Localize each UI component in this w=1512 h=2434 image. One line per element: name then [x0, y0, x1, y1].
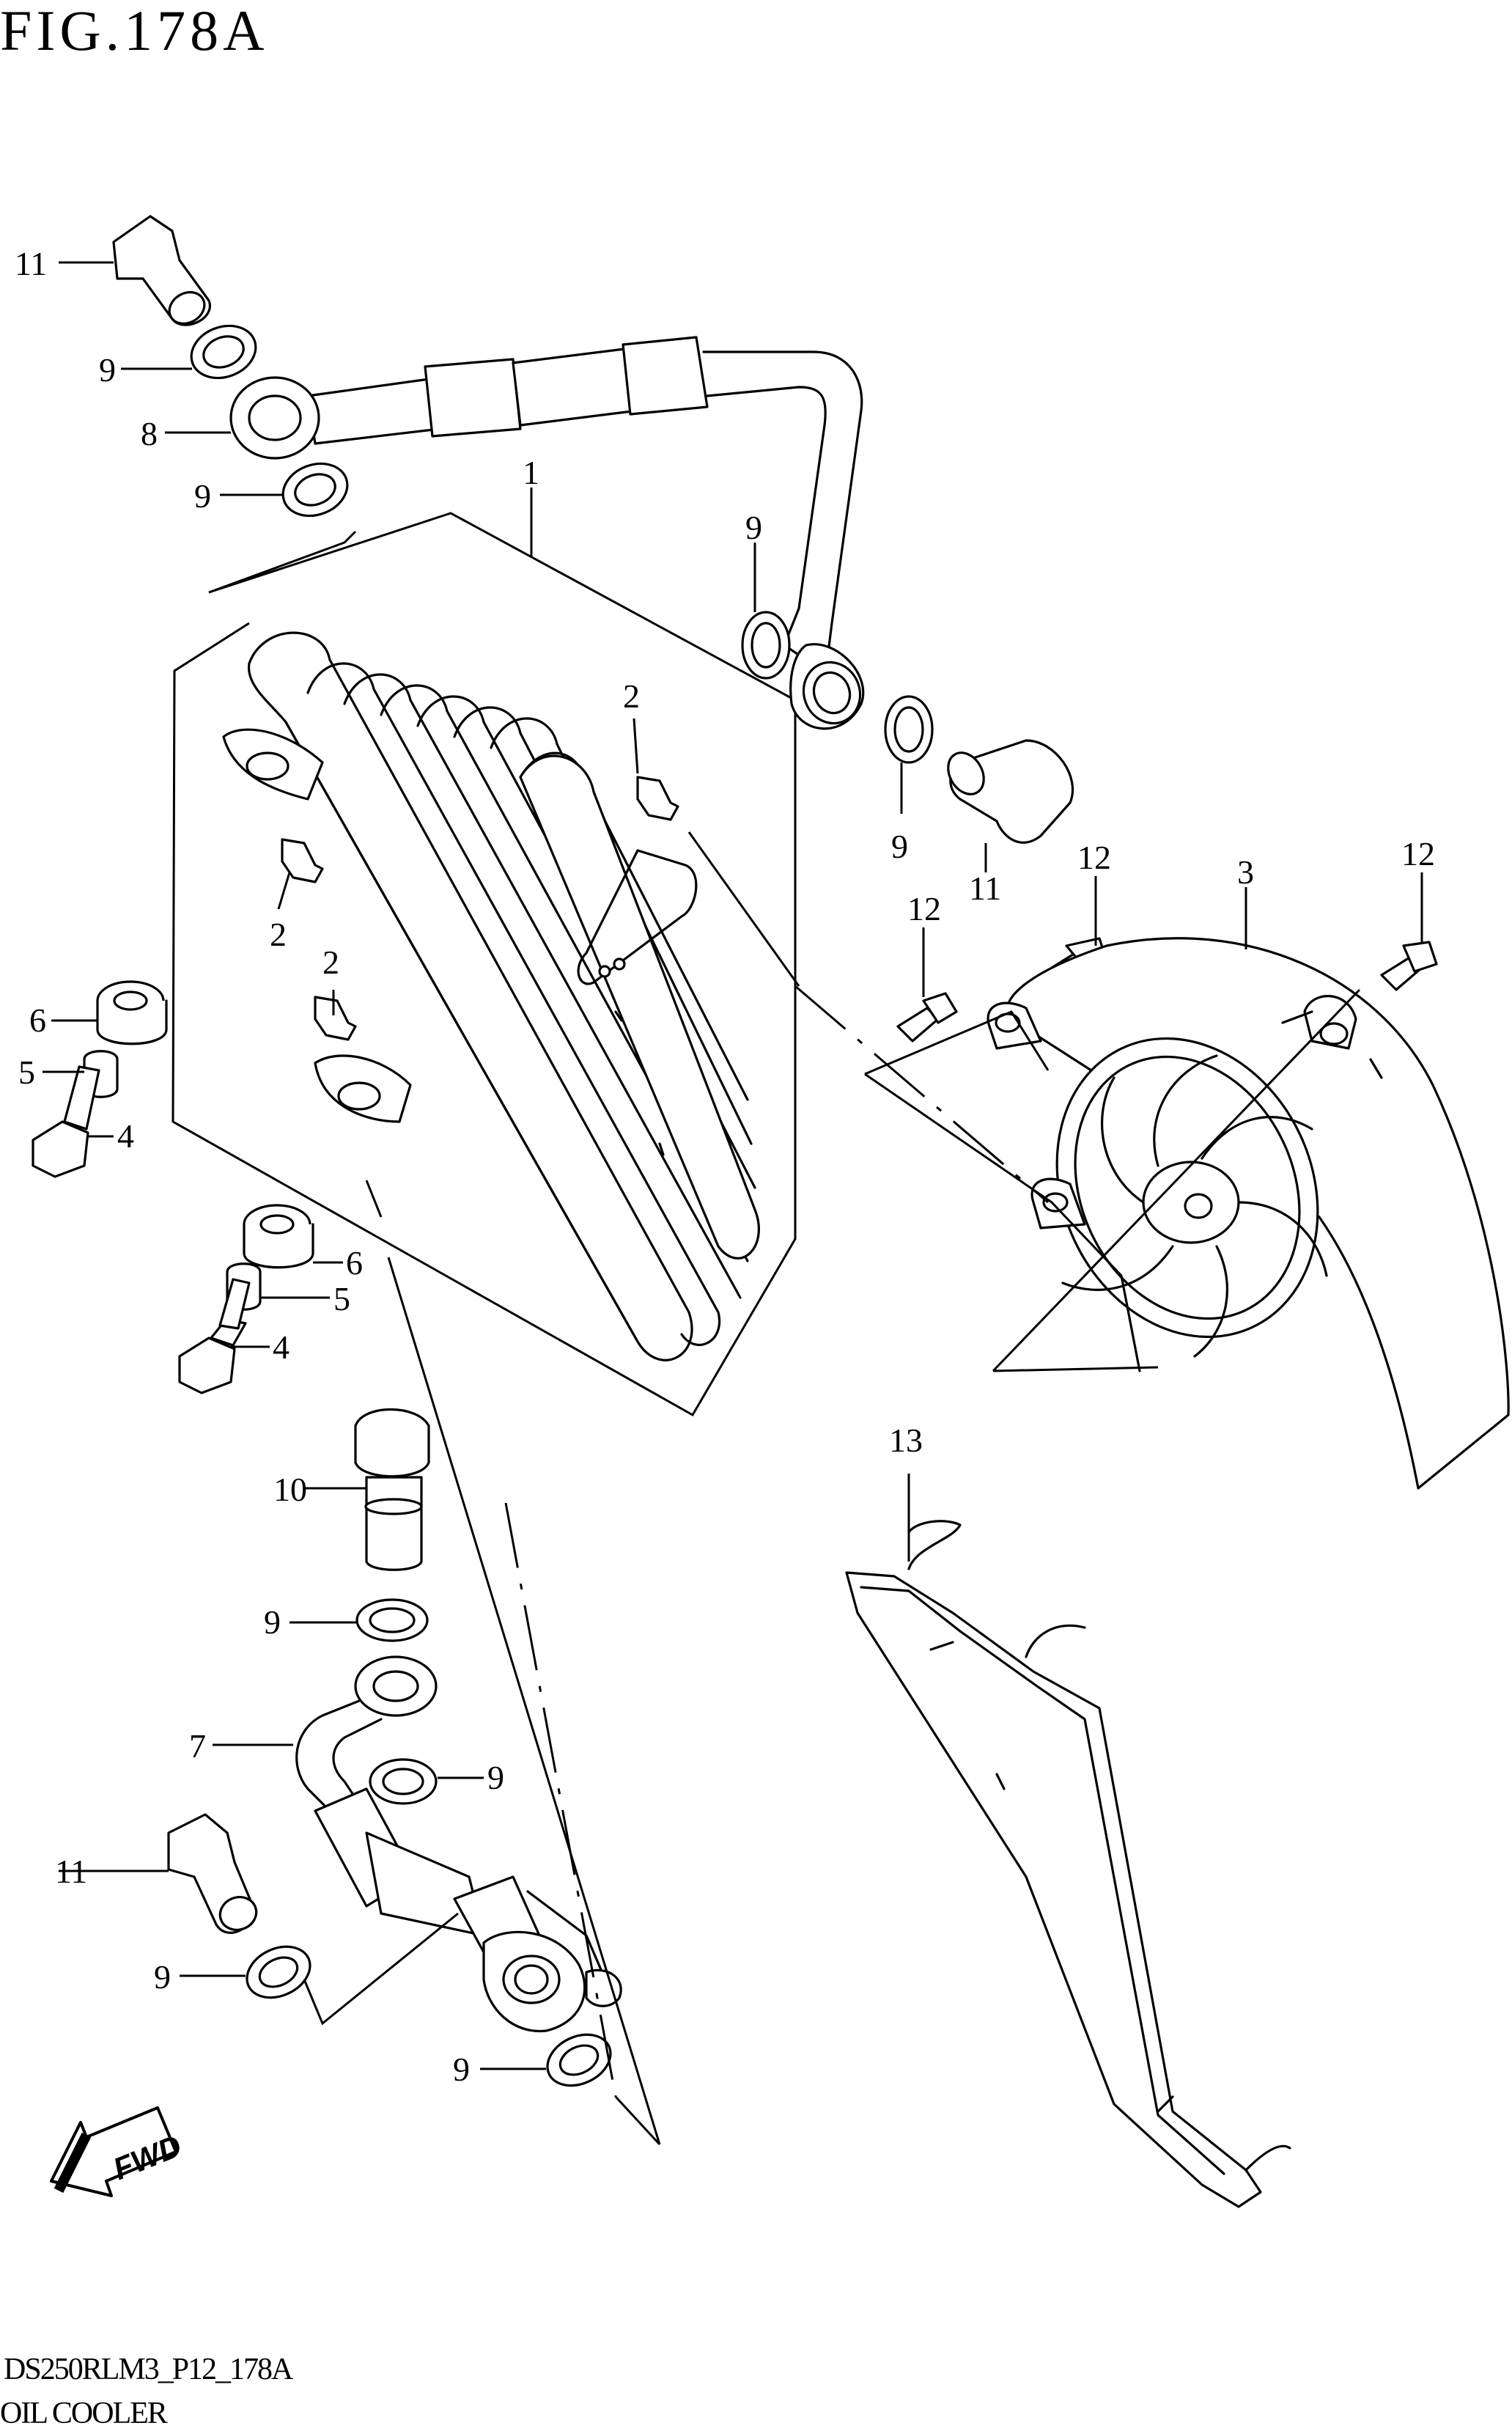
callout: 2 — [623, 677, 640, 715]
oil-cooler-outline — [172, 512, 800, 1417]
callout: 11 — [55, 1853, 87, 1890]
callout: 4 — [117, 1117, 134, 1155]
callout: 9 — [194, 477, 211, 515]
fwd-arrow-icon: FWD — [50, 2106, 186, 2197]
callout: 9 — [745, 509, 762, 546]
drawing-code: DS250RLM3_P12_178A — [4, 2353, 294, 2386]
leader-lines — [43, 261, 1423, 2070]
callout: 4 — [273, 1328, 290, 1366]
oil-hose-part-7 — [295, 1655, 622, 2033]
figure-caption: OIL COOLER — [0, 2397, 168, 2430]
callout: 5 — [333, 1280, 350, 1317]
harness-cover-part-13 — [845, 1520, 1291, 2208]
callout: 2 — [322, 944, 339, 981]
callout: 11 — [969, 869, 1001, 907]
callout: 9 — [487, 1759, 504, 1796]
callout: 2 — [270, 916, 287, 953]
union-bolt-part-11 — [112, 215, 1074, 1934]
callout: 11 — [15, 245, 47, 282]
callout: 9 — [891, 828, 908, 865]
callout: 9 — [453, 2051, 470, 2088]
union-bolt-part-10 — [354, 1408, 430, 1571]
callout-labels: 11 9 8 9 1 9 2 9 11 12 12 3 12 2 2 6 5 4… — [15, 245, 1435, 2088]
oil-cooler-core — [222, 631, 760, 1361]
fan-shroud-part-3 — [987, 937, 1510, 1490]
clip-part-2 — [281, 776, 679, 1041]
grommet-part-6 — [96, 980, 314, 1269]
washer-part-9-lower — [246, 1598, 612, 2087]
callout: 12 — [907, 890, 941, 927]
callout: 9 — [99, 351, 116, 389]
fan-mount-outline — [794, 985, 1361, 1372]
callout: 9 — [264, 1603, 281, 1641]
callout: 8 — [141, 415, 158, 452]
callout: 3 — [1237, 853, 1254, 891]
callout: 7 — [189, 1727, 206, 1765]
bolt-part-4 — [32, 1065, 251, 1394]
callout: 6 — [346, 1244, 363, 1282]
figure-title: FIG.178A — [0, 0, 269, 62]
callout: 10 — [273, 1471, 307, 1508]
callout: 6 — [29, 1001, 46, 1039]
callout: 12 — [1401, 835, 1435, 872]
callout: 12 — [1077, 839, 1111, 876]
callout: 13 — [889, 1422, 923, 1459]
callout: 9 — [154, 1958, 171, 1996]
oil-hose-part-8 — [229, 336, 865, 730]
callout: 5 — [18, 1054, 35, 1091]
washer-part-9 — [190, 324, 934, 764]
callout: 1 — [523, 454, 539, 491]
lower-outline — [303, 1257, 661, 2146]
